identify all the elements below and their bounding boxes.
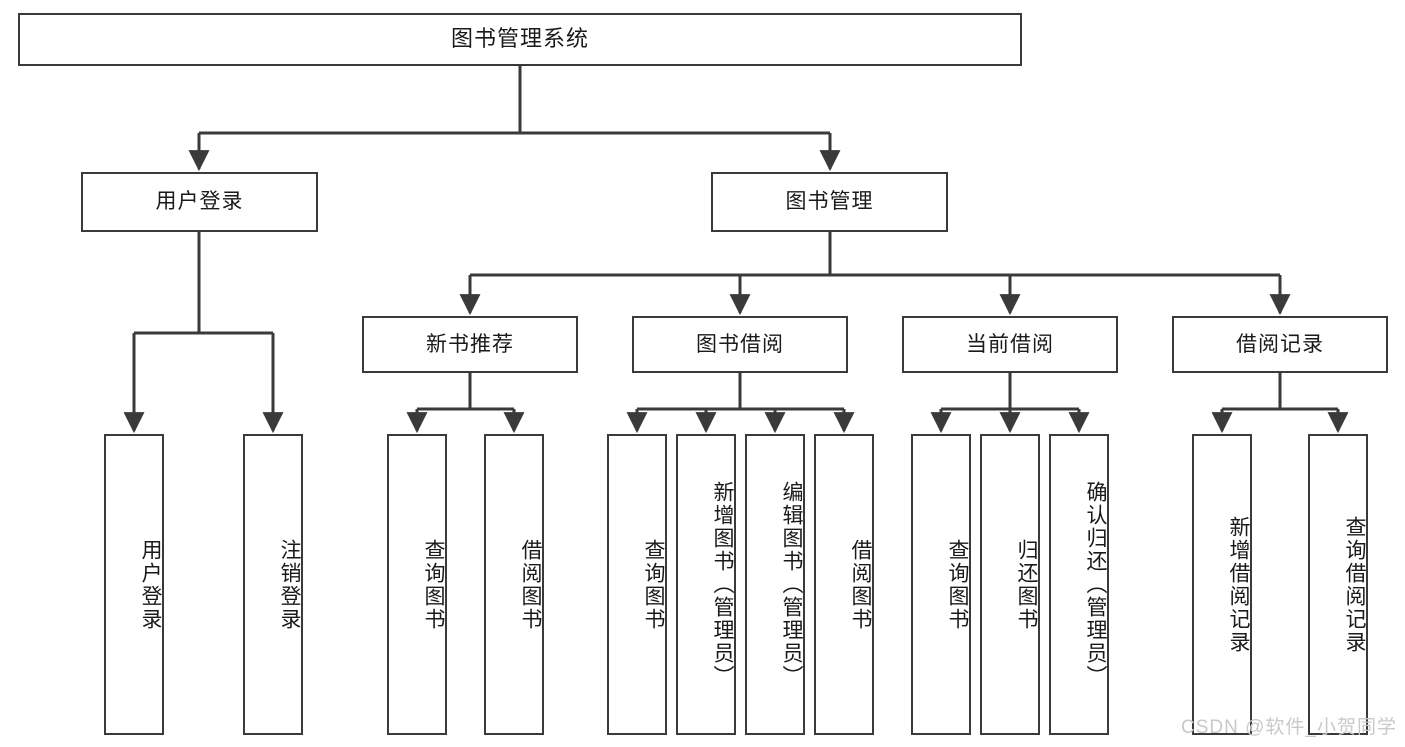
- leaf-record-add-borrow-record[interactable]: 新增借阅记录: [1192, 434, 1252, 735]
- node-label: 借阅图书: [519, 538, 542, 631]
- node-label: 确认归还（管理员）: [1084, 481, 1107, 688]
- node-label: 新增借阅记录: [1227, 515, 1250, 654]
- node-label: 查询图书: [642, 538, 665, 631]
- node-root-book-management-system[interactable]: 图书管理系统: [18, 13, 1022, 66]
- node-label: 查询图书: [422, 538, 445, 631]
- leaf-current-confirm-return-admin[interactable]: 确认归还（管理员）: [1049, 434, 1109, 735]
- node-user-login[interactable]: 用户登录: [81, 172, 318, 232]
- node-label: 新书推荐: [426, 332, 514, 356]
- leaf-borrow-query-book[interactable]: 查询图书: [607, 434, 667, 735]
- node-label: 注销登录: [278, 538, 301, 631]
- leaf-user-logout[interactable]: 注销登录: [243, 434, 303, 735]
- leaf-borrow-add-book-admin[interactable]: 新增图书（管理员）: [676, 434, 736, 735]
- node-book-management[interactable]: 图书管理: [711, 172, 948, 232]
- leaf-recommend-borrow-book[interactable]: 借阅图书: [484, 434, 544, 735]
- leaf-current-query-book[interactable]: 查询图书: [911, 434, 971, 735]
- leaf-user-login[interactable]: 用户登录: [104, 434, 164, 735]
- node-book-borrow[interactable]: 图书借阅: [632, 316, 848, 373]
- leaf-recommend-query-book[interactable]: 查询图书: [387, 434, 447, 735]
- leaf-borrow-borrow-book[interactable]: 借阅图书: [814, 434, 874, 735]
- node-label: 用户登录: [139, 538, 162, 631]
- node-label: 图书管理: [785, 190, 874, 214]
- node-label: 图书管理系统: [450, 26, 589, 52]
- csdn-watermark: CSDN @软件_小贺同学: [1181, 717, 1397, 738]
- node-label: 查询图书: [946, 538, 969, 631]
- node-label: 归还图书: [1015, 538, 1038, 631]
- node-borrow-record[interactable]: 借阅记录: [1172, 316, 1388, 373]
- leaf-record-query-borrow-record[interactable]: 查询借阅记录: [1308, 434, 1368, 735]
- node-label: 图书借阅: [696, 332, 784, 356]
- node-new-book-recommend[interactable]: 新书推荐: [362, 316, 578, 373]
- node-label: 借阅记录: [1236, 332, 1324, 356]
- node-current-borrow[interactable]: 当前借阅: [902, 316, 1118, 373]
- leaf-current-return-book[interactable]: 归还图书: [980, 434, 1040, 735]
- node-label: 编辑图书（管理员）: [780, 481, 803, 688]
- node-label: 查询借阅记录: [1343, 515, 1366, 654]
- leaf-borrow-edit-book-admin[interactable]: 编辑图书（管理员）: [745, 434, 805, 735]
- node-label: 新增图书（管理员）: [711, 481, 734, 688]
- node-label: 借阅图书: [849, 538, 872, 631]
- node-label: 当前借阅: [966, 332, 1054, 356]
- node-label: 用户登录: [155, 190, 244, 214]
